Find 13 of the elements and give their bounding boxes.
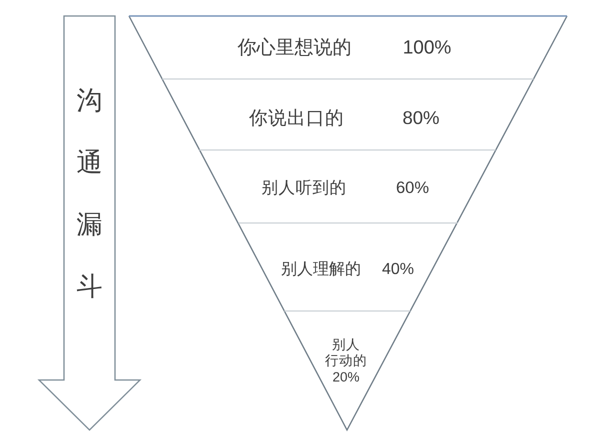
stage-label: 你心里想说的 — [238, 38, 352, 58]
stage-label: 别人行动的 — [324, 337, 367, 369]
stage-label: 你说出口的 — [248, 108, 344, 128]
stage-label: 别人听到的 — [261, 180, 346, 196]
vertical-label: 沟通漏斗 — [75, 84, 104, 303]
percentage-label: 80% — [402, 108, 440, 128]
stage-label: 别人理解的 — [281, 262, 361, 278]
percentage-label: 40% — [382, 262, 414, 278]
percentage-label: 100% — [402, 38, 452, 58]
percentage-label: 20% — [332, 370, 360, 384]
block-arrow — [39, 16, 140, 430]
funnel-triangle — [129, 16, 567, 430]
percentage-label: 60% — [396, 180, 429, 196]
